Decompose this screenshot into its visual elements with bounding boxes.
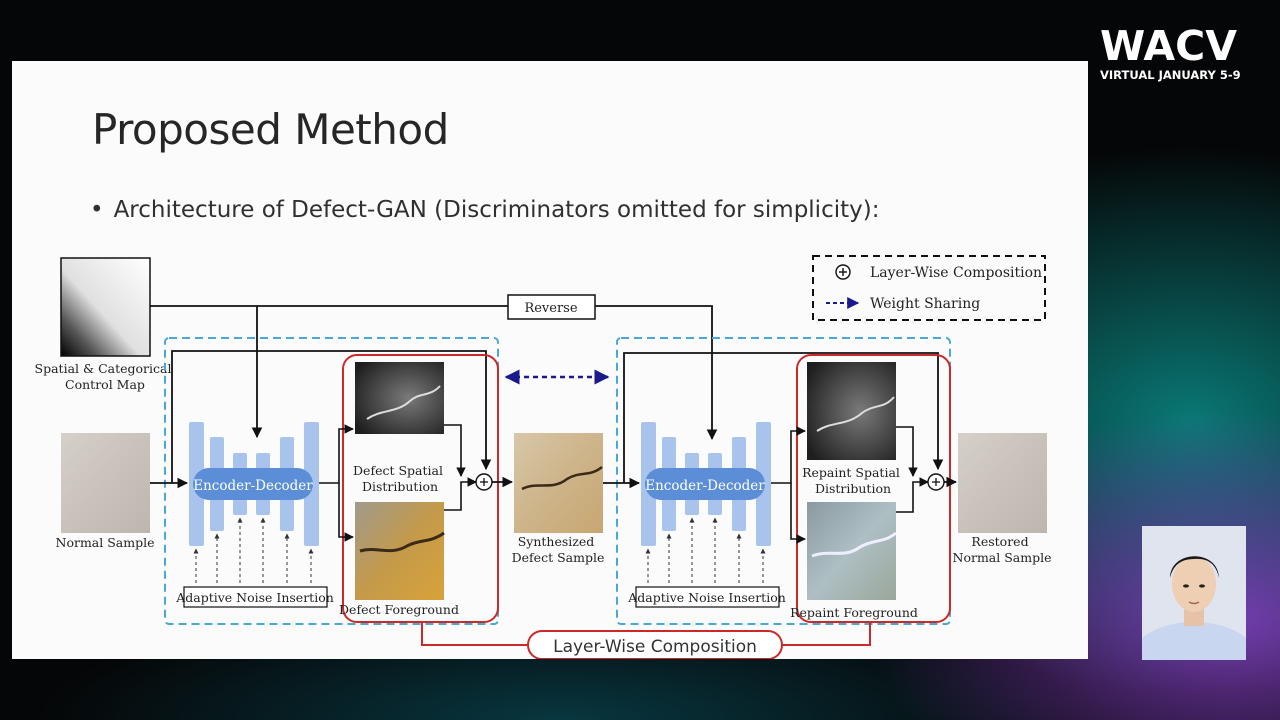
presenter-avatar <box>1142 526 1246 660</box>
slide-title: Proposed Method <box>92 105 449 154</box>
legend: Layer-Wise Composition Weight Sharing <box>812 255 1046 321</box>
repaint-foreground-label: Repaint Foreground <box>790 605 918 620</box>
synthesized-sample-label: Synthesized Defect Sample <box>512 534 605 565</box>
control-map-image <box>60 257 151 357</box>
defect-output-box <box>342 354 499 623</box>
presenter-webcam <box>1142 526 1246 660</box>
restored-sample-image <box>958 433 1047 533</box>
repaint-spatial-image <box>807 362 896 460</box>
noise-box-right <box>635 586 780 608</box>
encoder-decoder-right: Encoder-Decoder <box>641 422 771 546</box>
noise-box-left <box>183 586 328 608</box>
reverse-label: Reverse <box>524 301 577 316</box>
normal-sample-image <box>61 433 150 533</box>
composition-caption-box <box>527 630 783 659</box>
bullet-item: • Architecture of Defect-GAN (Discriminat… <box>90 197 879 223</box>
encoder-decoder-label-right: Encoder-Decoder <box>645 478 765 494</box>
control-line-right <box>150 305 718 441</box>
composition-caption: Layer-Wise Composition <box>553 637 757 657</box>
defect-spatial-label: Defect Spatial Distribution <box>353 463 447 494</box>
slide: Proposed Method • Architecture of Defect-… <box>12 61 1088 659</box>
logo-main: WACV <box>1100 22 1237 70</box>
skip-line-left <box>171 350 492 483</box>
encoder-decoder-left: Encoder-Decoder <box>189 422 319 546</box>
control-map-label: Spatial & Categorical Control Map <box>35 361 176 392</box>
noise-label-right: Adaptive Noise Insertion <box>627 590 786 605</box>
legend-composition: Layer-Wise Composition <box>870 265 1042 281</box>
wacv-logo: WACV VIRTUAL JANUARY 5-9 <box>1100 24 1260 82</box>
bullet-text: Architecture of Defect-GAN (Discriminato… <box>113 197 880 223</box>
logo-sub: VIRTUAL JANUARY 5-9 <box>1100 68 1241 82</box>
noise-label-left: Adaptive Noise Insertion <box>175 590 334 605</box>
repaint-spatial-label: Repaint Spatial Distribution <box>802 465 904 496</box>
reverse-box <box>507 294 596 320</box>
normal-sample-label: Normal Sample <box>56 535 155 550</box>
defect-spatial-image <box>355 362 444 434</box>
bullet-dot: • <box>90 197 104 223</box>
repaint-output-box <box>796 354 951 623</box>
architecture-diagram: Layer-Wise Composition Weight Sharing Sp… <box>35 255 1052 659</box>
legend-sharing: Weight Sharing <box>870 296 980 312</box>
encoder-decoder-label-left: Encoder-Decoder <box>193 478 313 494</box>
skip-line-right <box>623 352 944 483</box>
restored-sample-label: Restored Normal Sample <box>953 534 1052 565</box>
defect-foreground-label: Defect Foreground <box>339 602 459 617</box>
